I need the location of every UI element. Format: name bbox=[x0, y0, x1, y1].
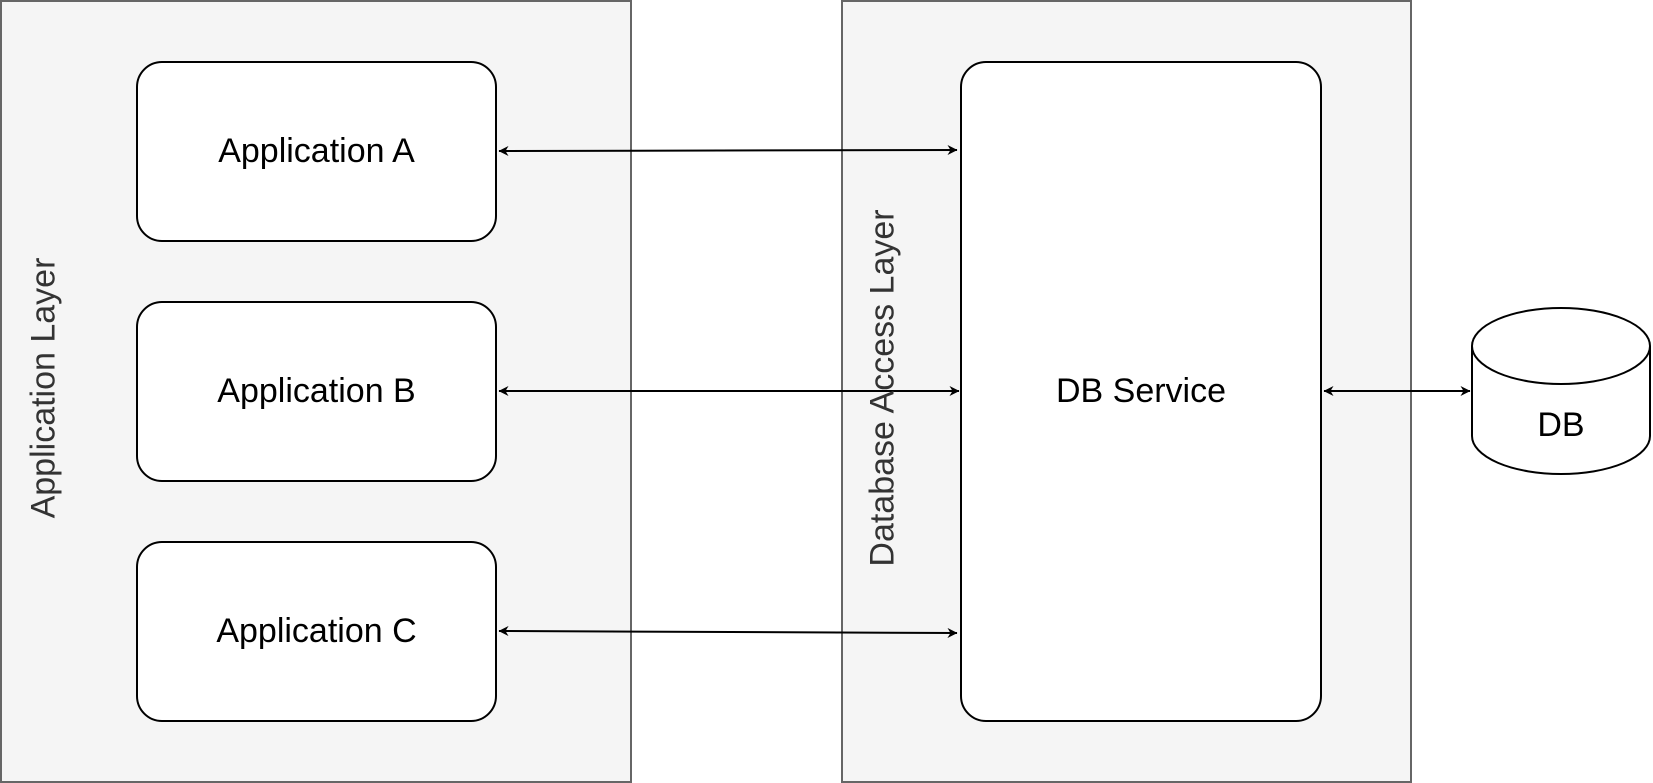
db-service-node[interactable]: DB Service bbox=[960, 61, 1322, 722]
application-a-node[interactable]: Application A bbox=[136, 61, 497, 242]
database-access-layer-label: Database Access Layer bbox=[863, 209, 902, 567]
application-layer-label: Application Layer bbox=[24, 257, 63, 519]
db-label: DB bbox=[1537, 406, 1585, 444]
application-c-node[interactable]: Application C bbox=[136, 541, 497, 722]
application-b-label: Application B bbox=[217, 372, 416, 410]
application-b-node[interactable]: Application B bbox=[136, 301, 497, 482]
application-c-label: Application C bbox=[216, 612, 417, 650]
application-a-label: Application A bbox=[218, 132, 415, 170]
db-service-label: DB Service bbox=[1055, 372, 1227, 410]
